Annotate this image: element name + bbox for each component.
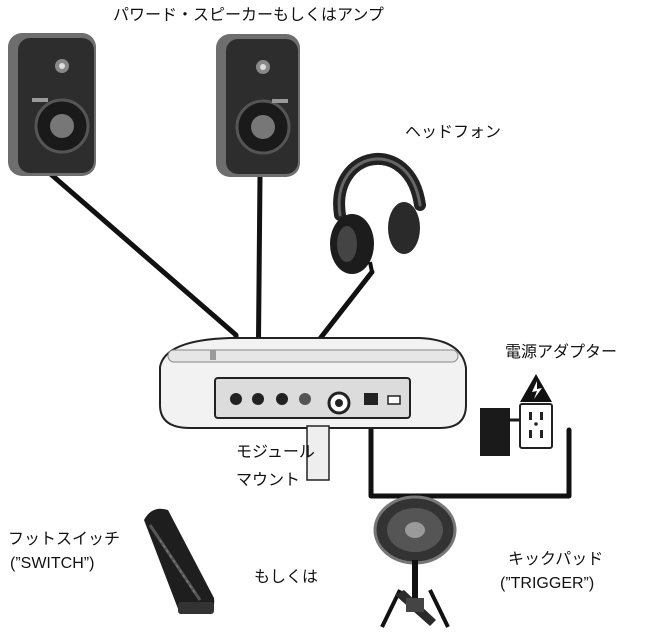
kick-pad (373, 495, 457, 628)
label-module-mount-line2: マウント (236, 470, 301, 489)
label-power-adapter: 電源アダプター (505, 342, 618, 361)
speaker-left (8, 33, 96, 176)
label-kickpad-line1: キックパッド (508, 549, 604, 568)
label-kickpad-line2: (”TRIGGER”) (500, 575, 595, 592)
label-footswitch-line2: (”SWITCH”) (10, 555, 95, 572)
warning-icon (520, 374, 552, 402)
label-module-mount-line1: モジュール (236, 442, 315, 461)
label-or: もしくは (254, 567, 319, 586)
label-headphones: ヘッドフォン (405, 122, 502, 141)
label-speakers: パワード・スピーカーもしくはアンプ (113, 5, 384, 24)
label-footswitch-line1: フットスイッチ (8, 529, 121, 548)
headphones (330, 152, 426, 274)
power-adapter (480, 408, 530, 456)
power-cable (368, 397, 572, 499)
speaker-right (216, 34, 300, 177)
wall-outlet (519, 403, 553, 449)
foot-switch (144, 508, 215, 614)
drum-module (159, 337, 467, 481)
